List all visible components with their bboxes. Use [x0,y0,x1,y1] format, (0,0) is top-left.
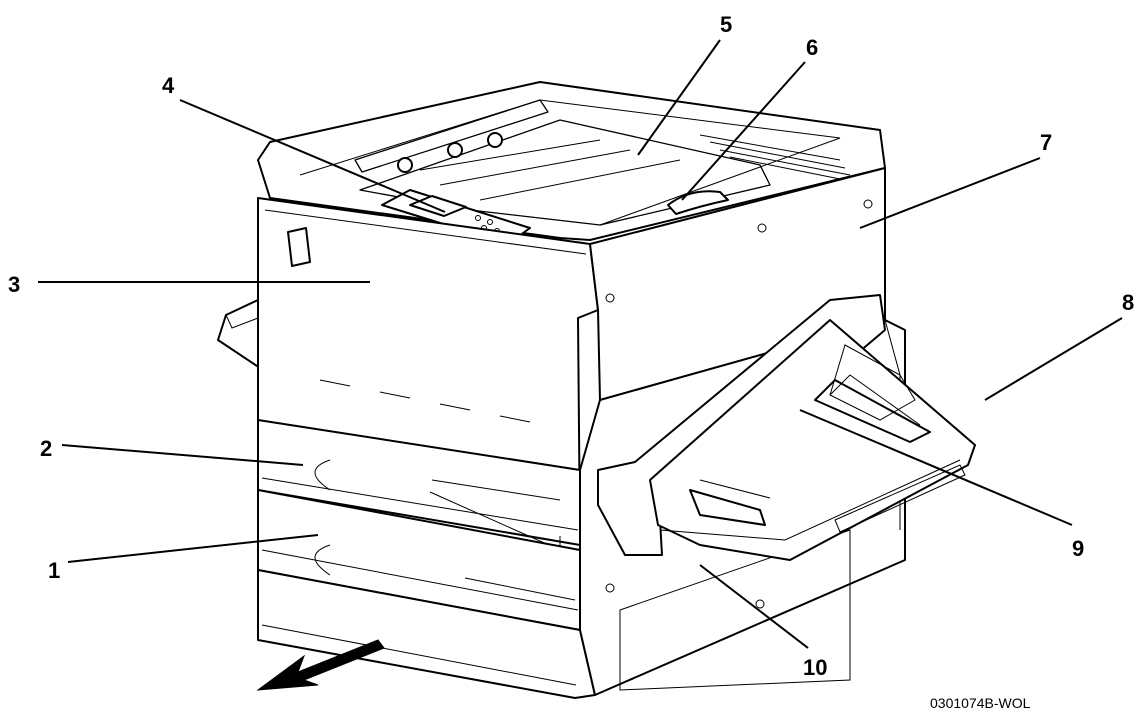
paper-guide-front [689,489,766,526]
leader-line-7 [859,157,1041,229]
callout-9: 9 [1072,536,1084,561]
printer-base [257,569,596,699]
screw-icon [863,199,873,209]
side-output-tray [217,299,261,369]
pull-direction-arrow [256,639,385,691]
callout-1: 1 [48,558,60,583]
top-vents [699,134,856,183]
callout-6: 6 [806,35,818,60]
callout-7: 7 [1040,130,1052,155]
bypass-tray [649,319,976,561]
figure-code: 0301074B-WOL [930,695,1031,711]
screw-icon [605,293,615,303]
paper-stop [667,190,729,215]
leader-line-10 [699,564,809,649]
screw-icon [605,583,615,593]
leader-line-4 [179,99,446,213]
leader-line-9 [799,409,1073,526]
leader-line-8 [984,317,1123,401]
callout-8: 8 [1122,290,1134,315]
callout-3: 3 [8,272,20,297]
paper-guide-rear [814,379,931,443]
callout-4: 4 [162,73,175,98]
callout-2: 2 [40,436,52,461]
leader-line-2 [61,444,304,466]
leader-line-1 [67,534,319,563]
leader-line-5 [637,39,721,156]
leader-line-6 [681,61,806,201]
screw-icon [757,223,767,233]
door-handle [287,227,311,267]
printer-illustration [217,81,976,699]
leader-lines [38,39,1123,649]
callout-10: 10 [803,655,827,680]
callout-labels: 1 2 3 4 5 6 7 8 9 10 [8,12,1134,680]
callout-5: 5 [720,12,732,37]
output-rollers [354,99,549,173]
screw-icon [755,599,765,609]
